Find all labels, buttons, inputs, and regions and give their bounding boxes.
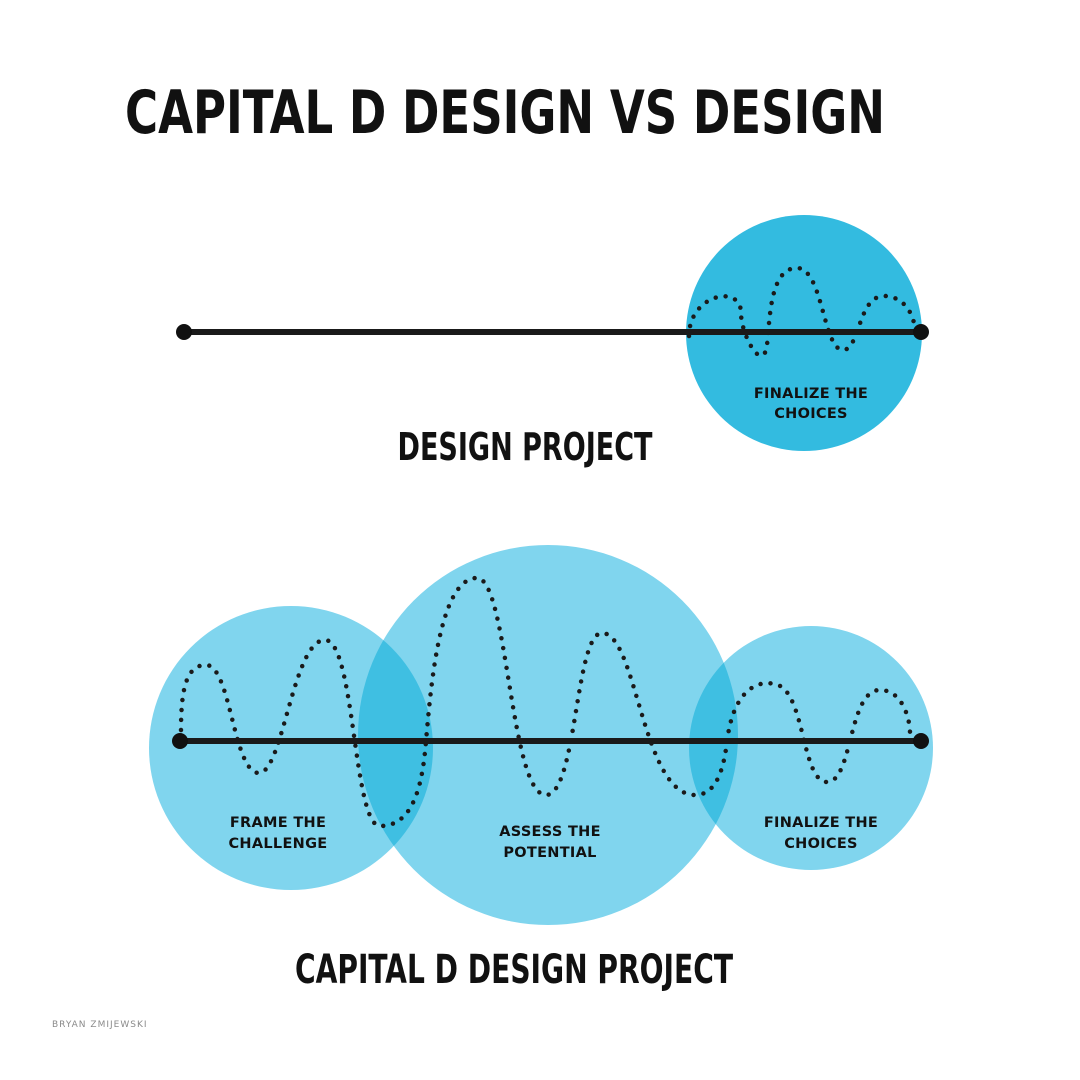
frame-challenge-label-line1: FRAME THE [230, 815, 326, 831]
finalize-choices-label-line1: FINALIZE THE [764, 815, 878, 831]
assess-potential-label-line2: POTENTIAL [503, 845, 596, 861]
capital-d-project-label: CAPITAL D DESIGN PROJECT [295, 947, 733, 993]
page-title: CAPITAL D DESIGN VS DESIGN [125, 78, 885, 148]
finalize-choices-circle [689, 626, 933, 870]
timeline-start-dot [172, 733, 188, 749]
author-credit: BRYAN ZMIJEWSKI [52, 1020, 148, 1030]
capital-d-iteration-wave [178, 575, 913, 829]
timeline-start-dot [176, 324, 192, 340]
design-project-label: DESIGN PROJECT [398, 425, 654, 469]
timeline-end-dot [913, 324, 929, 340]
finalize-choices-label-line2: CHOICES [774, 406, 848, 422]
finalize-choices-label-line2: CHOICES [784, 836, 858, 852]
design-project-diagram: FINALIZE THE CHOICES DESIGN PROJECT [176, 215, 929, 469]
timeline-end-dot [913, 733, 929, 749]
assess-potential-label-line1: ASSESS THE [499, 824, 601, 840]
frame-challenge-label-line2: CHALLENGE [228, 836, 327, 852]
assess-potential-circle [358, 545, 738, 925]
finalize-choices-label-line1: FINALIZE THE [754, 386, 868, 402]
design-iteration-wave [686, 265, 918, 358]
frame-challenge-circle [149, 606, 433, 890]
capital-d-project-diagram: FRAME THE CHALLENGE ASSESS THE POTENTIAL… [149, 545, 933, 993]
